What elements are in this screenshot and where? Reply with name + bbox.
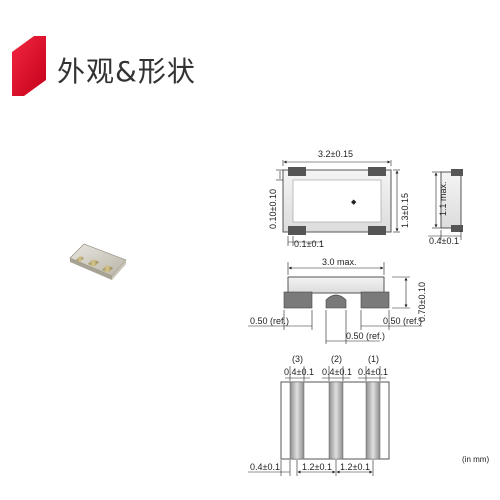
dim-height-label: 1.3±0.15	[400, 193, 410, 228]
page-title: 外观&形状	[57, 55, 196, 88]
bottom-pad-2	[328, 381, 344, 460]
front-pad-right	[360, 291, 390, 309]
dim-right-ref-label: 0.50 (ref.)	[383, 316, 422, 326]
top-pad-top-left	[288, 167, 306, 176]
dim-width-label: 3.2±0.15	[318, 149, 353, 159]
top-view-inner	[292, 179, 382, 223]
dim-left-ref-label: 0.50 (ref.)	[250, 316, 289, 326]
front-view-body	[287, 276, 385, 294]
pin-1-label: (1)	[368, 354, 379, 364]
pitch-right-label: 1.2±0.1	[340, 462, 370, 472]
front-pad-center	[325, 294, 347, 309]
side-pad-bottom	[451, 225, 463, 232]
red-accent-shape	[12, 36, 46, 96]
pin-3-label: (3)	[292, 354, 303, 364]
dim-side-width-label: 0.4±0.1	[429, 236, 459, 246]
side-pad-top	[451, 169, 463, 176]
dim-front-height-label: 0.70±0.10	[417, 282, 427, 322]
section-header: 外观&形状	[0, 0, 500, 110]
bottom-view: (3) (2) (1) 0.4±0.1 0.4±0.1 0.4±0.1 0.4±…	[248, 354, 390, 476]
front-pad-left	[283, 291, 313, 309]
top-pad-bottom-left	[288, 226, 306, 235]
top-view: ◆ 3.2±0.15 1.3±0.15 0.10±0.10 0.1±0.1	[268, 149, 410, 249]
dim-pad-inset-label: 0.10±0.10	[268, 189, 278, 229]
pad-1-width-label: 0.4±0.1	[358, 367, 388, 377]
dim-length-label: 3.0 max.	[322, 257, 357, 267]
edge-width-label: 0.4±0.1	[250, 462, 280, 472]
dim-center-ref-label: 0.50 (ref.)	[346, 331, 385, 341]
pin-2-label: (2)	[331, 354, 342, 364]
bottom-pad-1	[365, 381, 381, 460]
polarity-mark: ◆	[351, 199, 357, 206]
front-view: 3.0 max. 0.70±0.10 0.50 (ref.) 0.50 (ref…	[248, 257, 427, 344]
dim-side-height-label: 1.1 max.	[438, 181, 448, 216]
side-view: 1.1 max. 0.4±0.1	[428, 169, 463, 246]
pad-2-width-label: 0.4±0.1	[322, 367, 352, 377]
dim-pad-offset-label: 0.1±0.1	[294, 239, 324, 249]
bottom-pad-3	[289, 381, 305, 460]
top-pad-top-right	[368, 167, 386, 176]
top-pad-bottom-right	[368, 226, 386, 235]
resonator-photo	[69, 243, 127, 280]
pitch-left-label: 1.2±0.1	[302, 462, 332, 472]
pad-3-width-label: 0.4±0.1	[284, 367, 314, 377]
units-note: (in mm)	[462, 455, 489, 464]
